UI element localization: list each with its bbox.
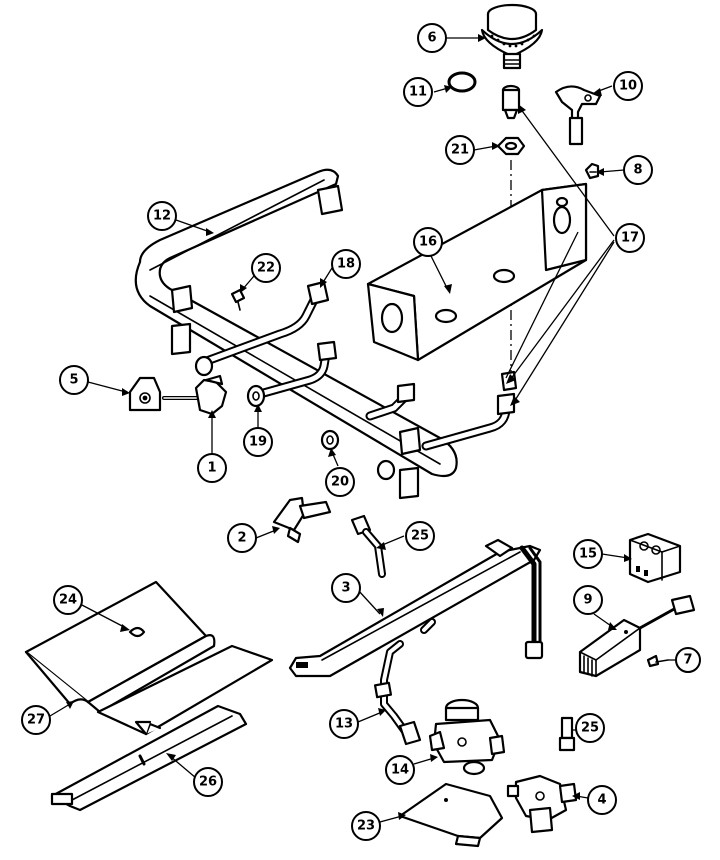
callout-label: 8: [633, 163, 642, 178]
callout-4: 4: [587, 785, 617, 815]
callout-9: 9: [573, 585, 603, 615]
callout-label: 2: [237, 531, 246, 546]
callout-label: 10: [619, 79, 637, 94]
part-26-channel: [50, 704, 248, 812]
callout-label: 17: [621, 231, 639, 246]
callout-1: 1: [197, 453, 227, 483]
part-18-gas-tubes: [199, 280, 516, 451]
part-5-bracket: [128, 376, 162, 412]
callout-26: 26: [193, 767, 223, 797]
callout-25-lower: 25: [575, 713, 605, 743]
part-21-nut: [496, 136, 526, 156]
part-9-igniter: [578, 594, 696, 678]
callout-11: 11: [403, 77, 433, 107]
part-13-gas-line: [373, 618, 436, 746]
callout-label: 1: [207, 461, 216, 476]
callout-label: 25: [411, 529, 429, 544]
part-4-valve: [506, 774, 578, 834]
part-2-elbow: [272, 496, 332, 544]
callout-label: 6: [427, 31, 436, 46]
part-27-heat-shield: [24, 580, 274, 736]
callout-label: 24: [59, 593, 77, 608]
callout-label: 14: [391, 763, 409, 778]
callout-8: 8: [623, 155, 653, 185]
callout-18: 18: [331, 249, 361, 279]
callout-label: 3: [341, 581, 350, 596]
callout-22: 22: [251, 253, 281, 283]
callout-label: 25: [581, 721, 599, 736]
callout-25-upper: 25: [405, 521, 435, 551]
callout-label: 15: [579, 547, 597, 562]
part-24-clip: [128, 626, 146, 638]
callout-3: 3: [331, 573, 361, 603]
callout-7: 7: [675, 647, 701, 673]
callout-label: 13: [335, 717, 353, 732]
part-10-bracket: [554, 85, 602, 146]
callout-label: 26: [199, 775, 217, 790]
callout-label: 21: [451, 143, 469, 158]
callout-13: 13: [329, 709, 359, 739]
part-20-nuts: [320, 429, 396, 481]
callout-24: 24: [53, 585, 83, 615]
callout-label: 18: [337, 257, 355, 272]
callout-label: 16: [419, 235, 437, 250]
callout-6: 6: [417, 23, 447, 53]
part-1-valve-handle: [162, 374, 228, 416]
callout-14: 14: [385, 755, 415, 785]
callout-label: 9: [583, 593, 592, 608]
part-17-orifice-top: [501, 84, 521, 120]
part-19-nuts: [194, 355, 266, 408]
callout-12: 12: [147, 201, 177, 231]
part-11-o-ring: [447, 71, 477, 93]
part-8-screw: [584, 162, 600, 180]
part-25-pin-lower: [558, 716, 576, 752]
callout-23: 23: [351, 811, 381, 841]
callout-label: 12: [153, 209, 171, 224]
callout-label: 7: [683, 653, 692, 668]
part-16-burner-box: [366, 182, 588, 362]
callout-label: 19: [249, 435, 267, 450]
callout-17: 17: [615, 223, 645, 253]
callout-2: 2: [227, 523, 257, 553]
callout-label: 11: [409, 85, 427, 100]
callout-label: 23: [357, 819, 375, 834]
part-7-screw: [646, 654, 669, 668]
callout-label: 20: [331, 475, 349, 490]
callout-27: 27: [21, 705, 51, 735]
callout-5: 5: [59, 365, 89, 395]
part-23-bracket: [398, 782, 504, 848]
callout-10-top: 10: [613, 71, 643, 101]
callout-label: 4: [597, 793, 606, 808]
part-3-burner-tube: [288, 538, 544, 678]
callout-label: 27: [27, 713, 45, 728]
part-22-screw: [230, 288, 246, 311]
callout-15: 15: [573, 539, 603, 569]
part-25-tube-upper: [350, 514, 386, 578]
callout-label: 5: [69, 373, 78, 388]
callout-21: 21: [445, 135, 475, 165]
part-14-regulator: [428, 698, 506, 776]
part-6-burner-cap: [480, 3, 544, 70]
callout-16: 16: [413, 227, 443, 257]
leader-lines: [49, 34, 676, 823]
callout-19: 19: [243, 427, 273, 457]
callout-20: 20: [325, 467, 355, 497]
callout-label: 22: [257, 261, 275, 276]
part-15-connector: [628, 532, 682, 584]
